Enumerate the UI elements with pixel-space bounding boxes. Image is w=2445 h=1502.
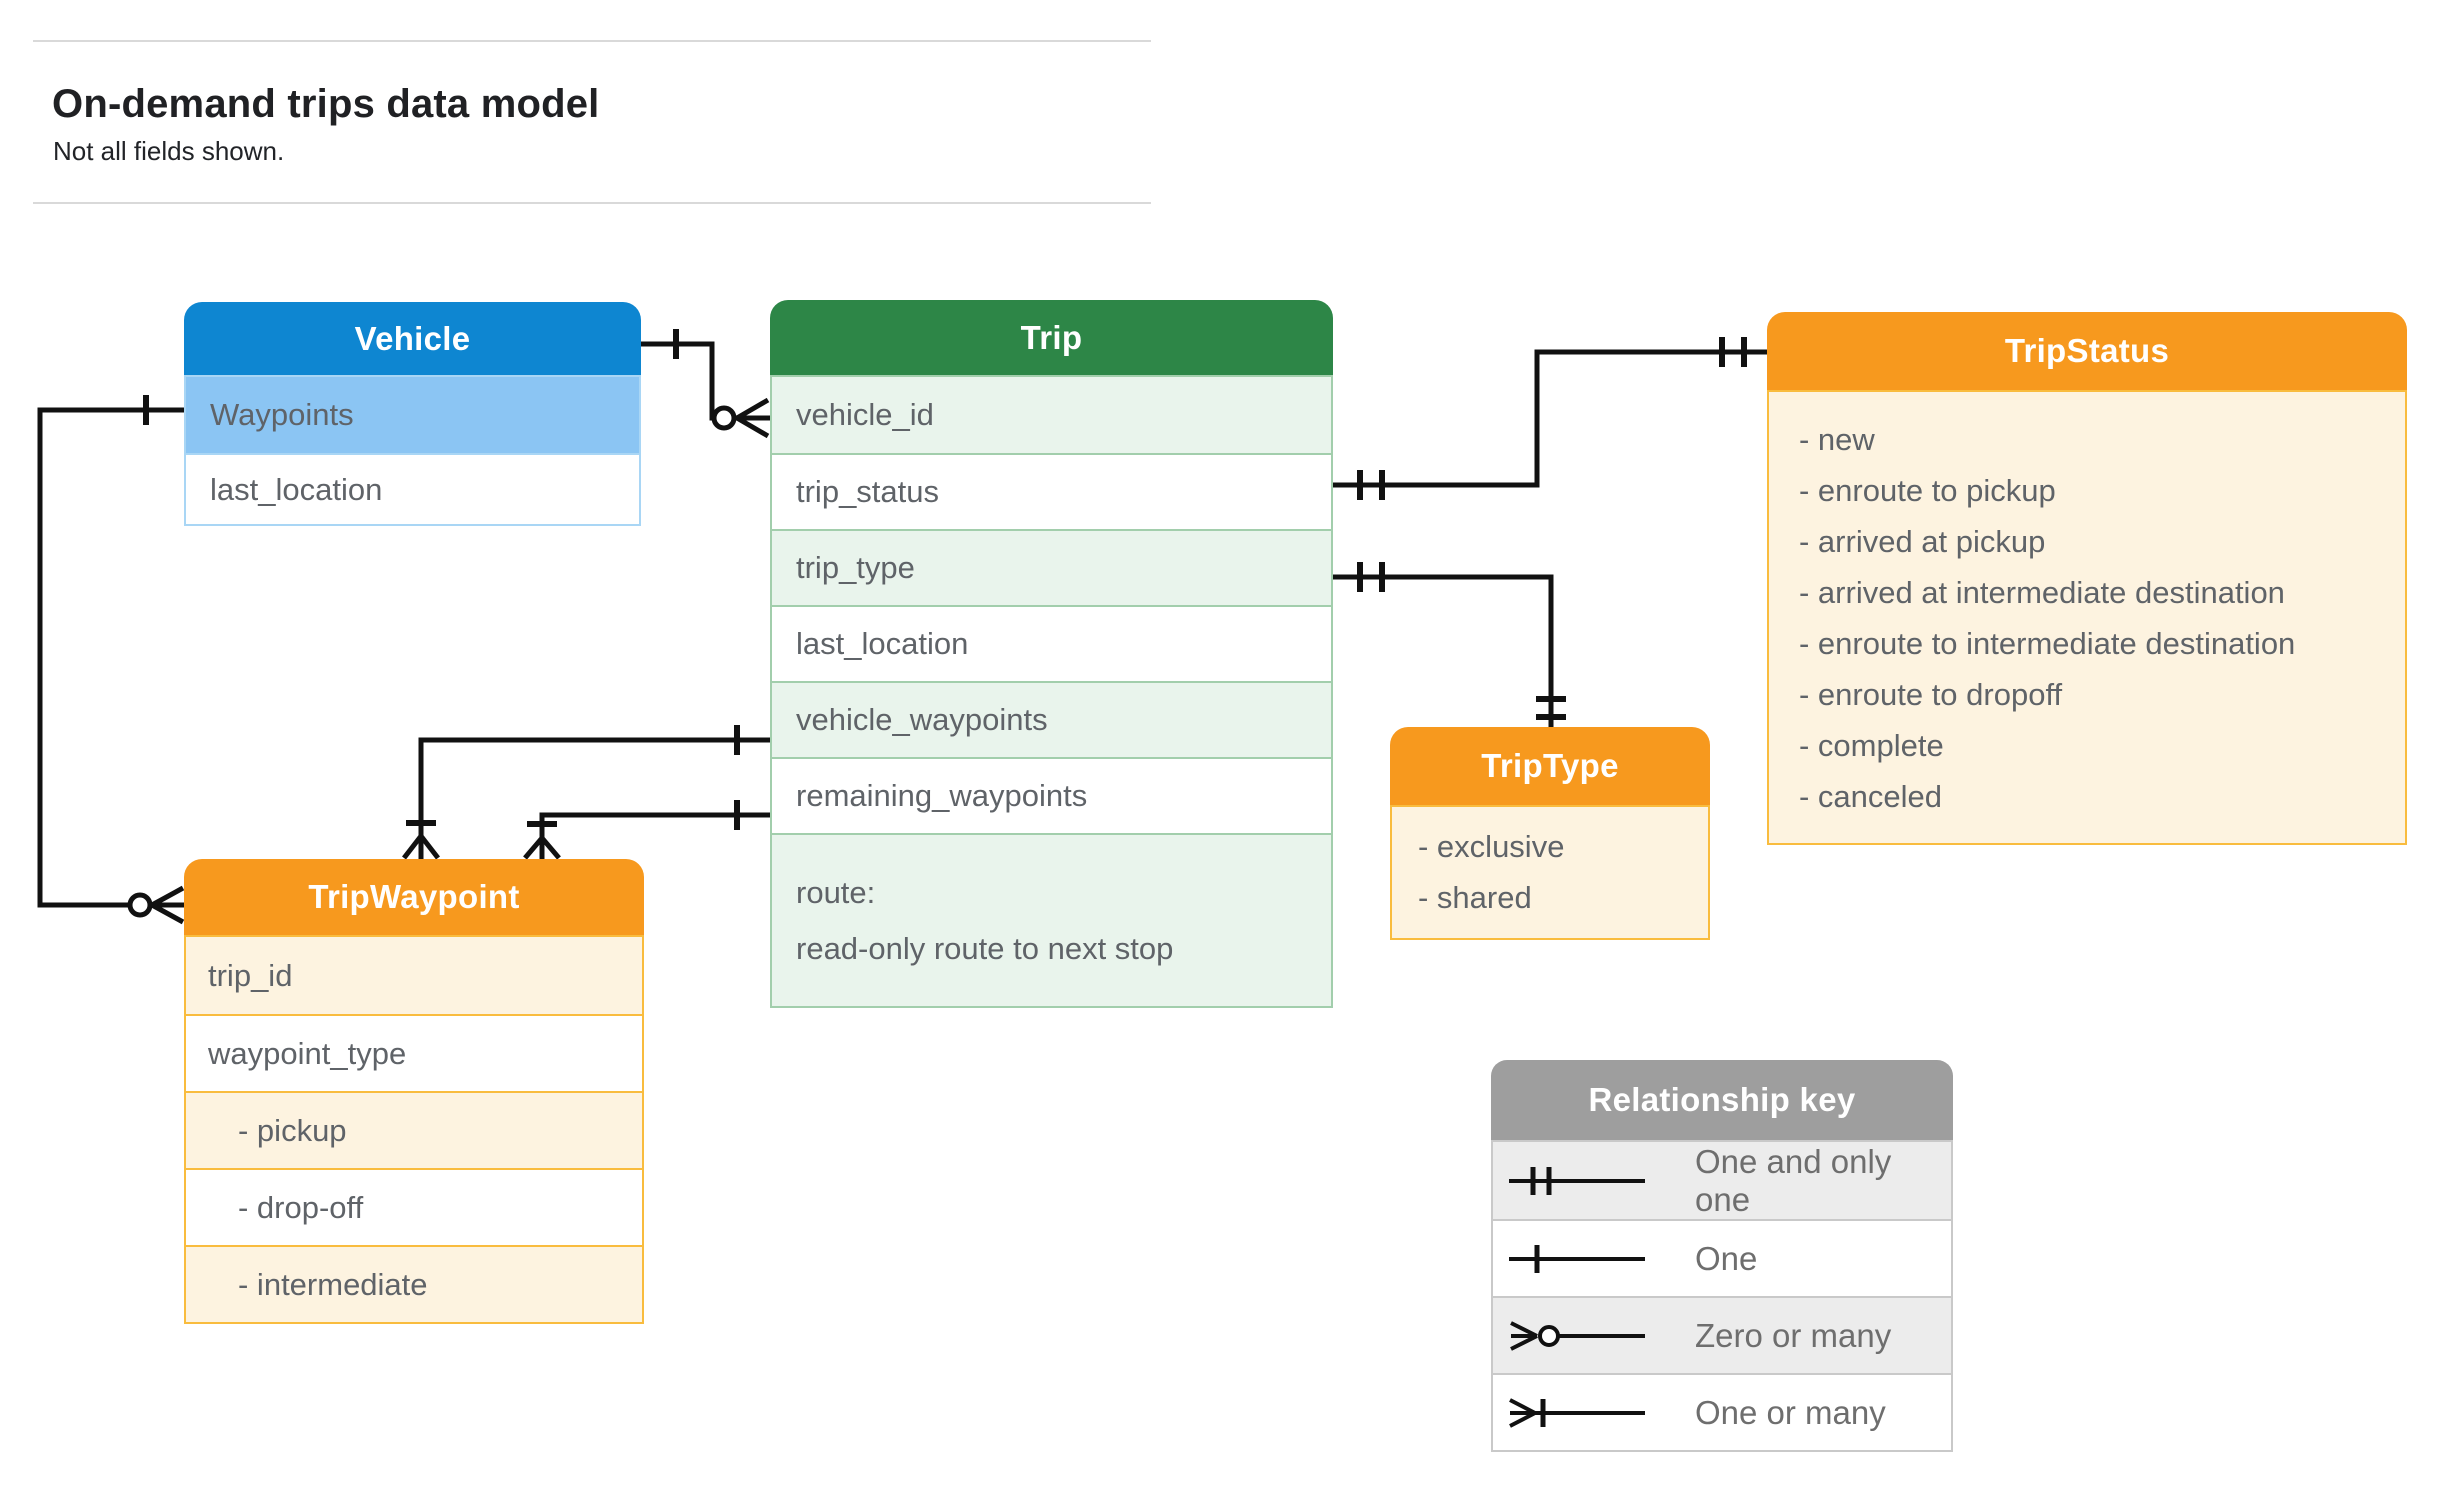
connector-trip-to-tripstatus bbox=[1333, 337, 1767, 500]
connector-trip-to-triptype bbox=[1333, 562, 1566, 727]
many-crowfoot bbox=[150, 885, 185, 925]
key-label: One bbox=[1695, 1239, 1758, 1277]
tripstatus-value: - enroute to pickup bbox=[1799, 473, 2056, 508]
trip-field-route: route: read-only route to next stop bbox=[772, 833, 1331, 1006]
trip-field-vehicle-waypoints: vehicle_waypoints bbox=[772, 681, 1331, 757]
many-crowfoot bbox=[402, 834, 440, 860]
connector-vehicle-to-tripwaypoint bbox=[37, 395, 185, 925]
page-title: On-demand trips data model bbox=[52, 82, 600, 126]
tripwaypoint-value-drop-off: - drop-off bbox=[186, 1168, 642, 1245]
tripstatus-value: - complete bbox=[1799, 728, 1944, 763]
tripwaypoint-value-pickup: - pickup bbox=[186, 1091, 642, 1168]
vehicle-body: Waypoints last_location bbox=[184, 375, 641, 526]
entity-vehicle: Vehicle Waypoints last_location bbox=[184, 302, 641, 526]
trip-body: vehicle_id trip_status trip_type last_lo… bbox=[770, 375, 1333, 1008]
one-and-only-one-icon bbox=[1509, 1166, 1645, 1195]
one-and-only-one-ticks bbox=[1536, 696, 1566, 720]
key-label: One and only one bbox=[1695, 1142, 1892, 1218]
tripstatus-value: - arrived at intermediate destination bbox=[1799, 575, 2285, 610]
entity-tripwaypoint: TripWaypoint trip_id waypoint_type - pic… bbox=[184, 859, 644, 1324]
tripwaypoint-header: TripWaypoint bbox=[184, 859, 644, 935]
tripstatus-header: TripStatus bbox=[1767, 312, 2407, 390]
one-icon bbox=[1509, 1244, 1645, 1273]
entity-tripstatus: TripStatus - new - enroute to pickup - a… bbox=[1767, 312, 2407, 845]
key-label: Zero or many bbox=[1695, 1316, 1892, 1354]
vehicle-field-waypoints: Waypoints bbox=[186, 377, 639, 453]
entity-trip: Trip vehicle_id trip_status trip_type la… bbox=[770, 300, 1333, 1008]
zero-circle bbox=[127, 892, 153, 918]
connector-trip-vehicle-waypoints-to-tripwaypoint bbox=[402, 725, 770, 860]
one-or-many-icon bbox=[1509, 1397, 1645, 1428]
triptype-header: TripType bbox=[1390, 727, 1710, 805]
trip-field-last-location: last_location bbox=[772, 605, 1331, 681]
relationship-key-body: One and only one One Zero or many One or… bbox=[1491, 1140, 1953, 1452]
one-and-only-one-ticks bbox=[1357, 562, 1385, 592]
trip-field-vehicle-id: vehicle_id bbox=[772, 377, 1331, 453]
connector-vehicle-to-trip bbox=[641, 329, 770, 439]
tripstatus-value: - enroute to dropoff bbox=[1799, 677, 2063, 712]
tripwaypoint-value-intermediate: - intermediate bbox=[186, 1245, 642, 1322]
tripstatus-value: - canceled bbox=[1799, 779, 1943, 814]
zero-or-many-icon bbox=[1510, 1320, 1645, 1351]
relationship-key: Relationship key One and only one One Ze… bbox=[1491, 1060, 1953, 1452]
triptype-body: - exclusive - shared bbox=[1390, 805, 1710, 940]
trip-field-trip-type: trip_type bbox=[772, 529, 1331, 605]
trip-field-trip-status: trip_status bbox=[772, 453, 1331, 529]
top-divider bbox=[33, 40, 1151, 42]
tripstatus-value: - enroute to intermediate destination bbox=[1799, 626, 2296, 661]
key-row-zero-or-many: Zero or many bbox=[1493, 1296, 1951, 1373]
tripstatus-body: - new - enroute to pickup - arrived at p… bbox=[1767, 390, 2407, 845]
tripstatus-value: - new bbox=[1799, 422, 1875, 457]
page-subtitle: Not all fields shown. bbox=[53, 136, 285, 166]
tripstatus-value: - arrived at pickup bbox=[1799, 524, 2046, 559]
key-row-one: One bbox=[1493, 1219, 1951, 1296]
tripwaypoint-field-waypoint-type: waypoint_type bbox=[186, 1014, 642, 1091]
vehicle-header: Vehicle bbox=[184, 302, 641, 375]
one-and-only-one-ticks bbox=[1357, 337, 1747, 500]
entity-triptype: TripType - exclusive - shared bbox=[1390, 727, 1710, 940]
many-crowfoot bbox=[523, 836, 561, 860]
relationship-key-header: Relationship key bbox=[1491, 1060, 1953, 1140]
trip-header: Trip bbox=[770, 300, 1333, 375]
vehicle-field-last-location: last_location bbox=[186, 453, 639, 524]
key-label: One or many bbox=[1695, 1393, 1886, 1431]
heading-divider bbox=[33, 202, 1151, 204]
tripwaypoint-body: trip_id waypoint_type - pickup - drop-of… bbox=[184, 935, 644, 1324]
trip-field-remaining-waypoints: remaining_waypoints bbox=[772, 757, 1331, 833]
tripwaypoint-field-trip-id: trip_id bbox=[186, 937, 642, 1014]
trip-route-description: read-only route to next stop bbox=[796, 930, 1174, 966]
trip-route-label: route: bbox=[796, 874, 876, 910]
triptype-value-exclusive: - exclusive bbox=[1418, 829, 1565, 864]
triptype-value-shared: - shared bbox=[1418, 880, 1532, 915]
many-crowfoot bbox=[735, 397, 770, 439]
key-row-one-and-only-one: One and only one bbox=[1493, 1142, 1951, 1219]
key-row-one-or-many: One or many bbox=[1493, 1373, 1951, 1450]
connector-trip-remaining-waypoints-to-tripwaypoint bbox=[523, 800, 770, 860]
zero-circle bbox=[711, 405, 737, 431]
